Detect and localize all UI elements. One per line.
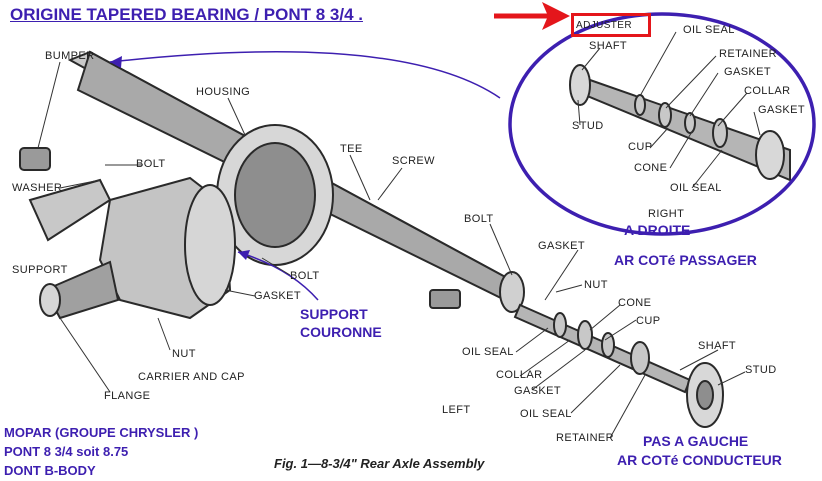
label-bolt-right: BOLT: [464, 213, 494, 225]
label-oil-seal-right: OIL SEAL: [462, 346, 514, 358]
label-stud-bottom: STUD: [745, 364, 777, 376]
label-cup-right: CUP: [636, 315, 661, 327]
figure-caption: Fig. 1—8-3/4" Rear Axle Assembly: [274, 456, 485, 471]
label-nut-right: NUT: [584, 279, 608, 291]
annotation-ar-cote-conducteur: AR COTé CONDUCTEUR: [617, 452, 782, 468]
label-bumper: BUMPER: [45, 50, 95, 62]
label-carrier-and-cap: CARRIER AND CAP: [138, 371, 245, 383]
inset-label-adjuster: ADJUSTER: [576, 20, 632, 31]
annotation-support-couronne: SUPPORT COURONNE: [300, 305, 382, 341]
inset-label-oil-seal-bottom: OIL SEAL: [670, 182, 722, 194]
label-washer: WASHER: [12, 182, 63, 194]
leader-lines: [37, 31, 761, 439]
axle-housing: [67, 50, 525, 313]
support-bracket: [19, 147, 461, 309]
inset-circle: [508, 12, 816, 236]
label-screw: SCREW: [392, 155, 435, 167]
purple-arrow-support: [237, 251, 319, 301]
label-bolt-top: BOLT: [136, 158, 166, 170]
annotation-mopar-note: MOPAR (GROUPE CHRYSLER ) PONT 8 3/4 soit…: [4, 423, 198, 480]
mopar-line-1: MOPAR (GROUPE CHRYSLER ): [4, 425, 199, 440]
inset-label-oil-seal: OIL SEAL: [683, 24, 735, 36]
mopar-line-3: DONT B-BODY: [4, 463, 96, 478]
label-collar-bottom: COLLAR: [496, 369, 543, 381]
inset-label-cup: CUP: [628, 141, 653, 153]
label-gasket-bottom: GASKET: [514, 385, 562, 397]
red-arrow: [494, 2, 570, 30]
label-right: RIGHT: [648, 208, 685, 220]
inset-label-gasket-top: GASKET: [724, 66, 772, 78]
annotation-pas-a-gauche: PAS A GAUCHE: [643, 433, 749, 449]
label-retainer-bottom: RETAINER: [556, 432, 615, 444]
annotation-couronne-line: COURONNE: [300, 324, 382, 340]
label-shaft-bottom: SHAFT: [698, 340, 737, 352]
label-nut-left: NUT: [172, 348, 196, 360]
carrier: [39, 176, 236, 320]
inset-label-shaft: SHAFT: [589, 40, 628, 52]
label-gasket-right: GASKET: [538, 240, 586, 252]
mopar-line-2: PONT 8 3/4 soit 8.75: [4, 444, 129, 459]
inset-label-cone: CONE: [634, 162, 668, 174]
label-cone-right: CONE: [618, 297, 652, 309]
label-oil-seal-bottom: OIL SEAL: [520, 408, 572, 420]
label-flange: FLANGE: [104, 390, 151, 402]
annotation-a-droite: A DROITE: [624, 222, 691, 238]
label-support: SUPPORT: [12, 264, 68, 276]
page-title: ORIGINE TAPERED BEARING / PONT 8 3/4 .: [10, 5, 363, 24]
inset-label-collar: COLLAR: [744, 85, 791, 97]
inset-label-retainer: RETAINER: [719, 48, 778, 60]
annotation-support-line: SUPPORT: [300, 306, 368, 322]
inset-label-stud: STUD: [572, 120, 604, 132]
bottom-shaft-assembly: [513, 303, 724, 428]
inset-label-gasket: GASKET: [758, 104, 806, 116]
adjuster-highlight-box: [571, 13, 651, 37]
label-housing: HOUSING: [196, 86, 251, 98]
inset-shaft-assembly: [569, 64, 791, 182]
purple-arrow-to-bumper: [109, 51, 501, 99]
label-tee: TEE: [340, 143, 363, 155]
annotation-ar-cote-passager: AR COTé PASSAGER: [614, 252, 757, 268]
label-gasket-mid: GASKET: [254, 290, 302, 302]
label-left: LEFT: [442, 404, 471, 416]
label-bolt-mid: BOLT: [290, 270, 320, 282]
